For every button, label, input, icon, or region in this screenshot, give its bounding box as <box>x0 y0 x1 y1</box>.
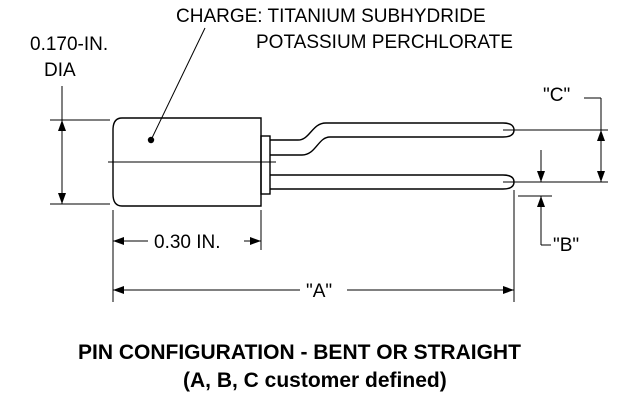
caption-line1: PIN CONFIGURATION - BENT OR STRAIGHT <box>78 341 521 364</box>
dim-a-arrow-right <box>503 286 514 294</box>
dim-a-label: "A" <box>306 281 332 302</box>
charge-label-line2: POTASSIUM PERCHLORATE <box>256 32 513 53</box>
squib-body <box>112 117 262 207</box>
diameter-label-line2: DIA <box>44 60 76 81</box>
diameter-arrow-bottom <box>58 193 66 204</box>
diameter-arrow-top <box>58 120 66 131</box>
dim-c-arrow-top <box>597 130 605 141</box>
length-arrow-left <box>113 237 124 245</box>
diameter-label-line1: 0.170-IN. <box>30 34 108 55</box>
dim-c-label: "C" <box>543 85 570 106</box>
charge-leader-line <box>151 27 206 139</box>
charge-leader-dot <box>147 136 155 144</box>
header-stub <box>260 135 271 195</box>
dim-b-label: "B" <box>553 235 579 256</box>
caption-line2: (A, B, C customer defined) <box>183 369 447 392</box>
dim-c-arrow-bottom <box>597 171 605 182</box>
charge-label-line1: CHARGE: TITANIUM SUBHYDRIDE <box>176 6 486 27</box>
dim-b-arrow-up <box>537 196 545 207</box>
length-label: 0.30 IN. <box>154 232 221 253</box>
length-arrow-right <box>250 237 261 245</box>
dim-a-arrow-left <box>113 286 124 294</box>
dim-b-arrow-down <box>537 171 545 182</box>
pin-upper-bent <box>270 122 515 156</box>
pin-lower-straight <box>270 174 515 190</box>
